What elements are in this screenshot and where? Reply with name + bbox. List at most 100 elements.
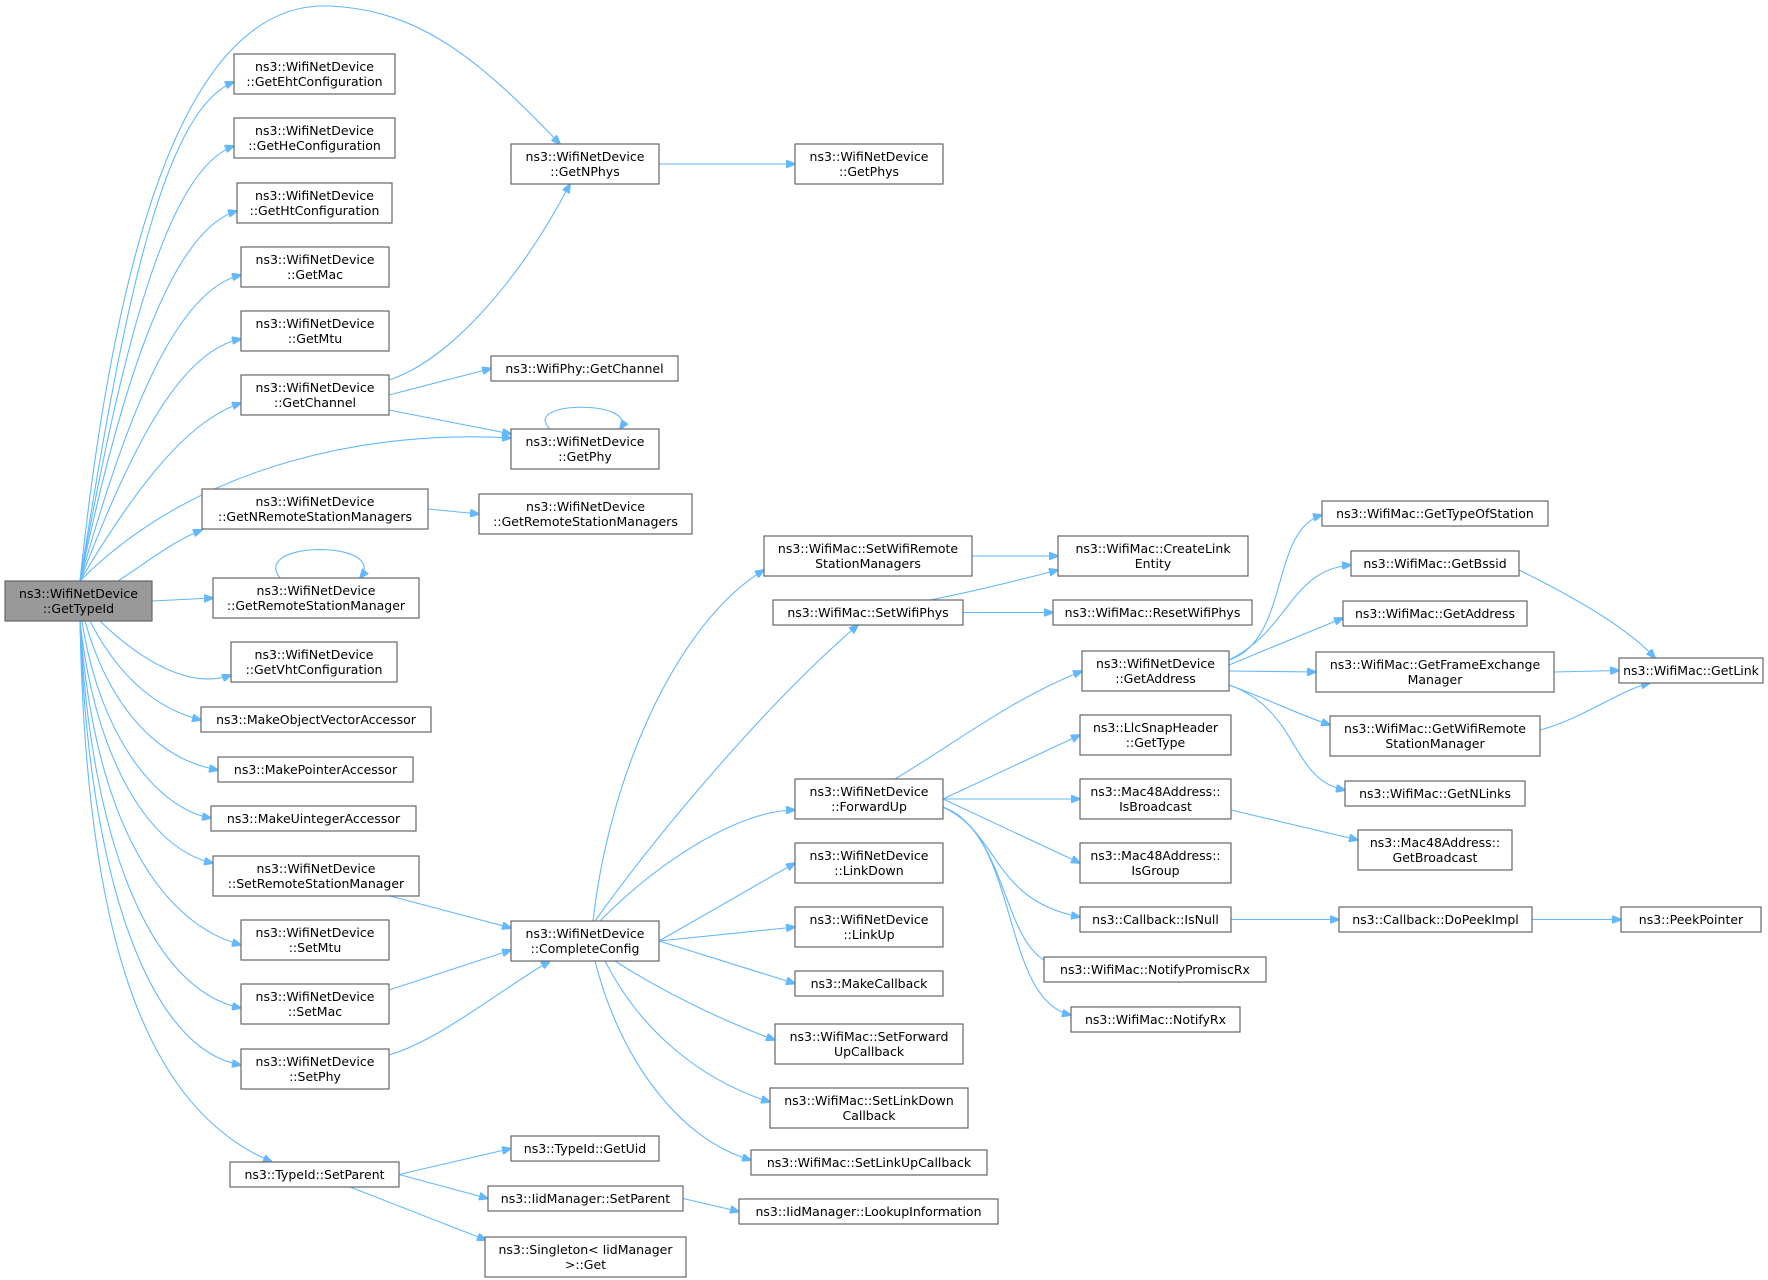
node-box	[763, 535, 973, 577]
node-getMtu[interactable]: ns3::WifiNetDevice::GetMtu	[240, 310, 390, 352]
node-label-line: Entity	[1135, 556, 1172, 571]
node-getLink[interactable]: ns3::WifiMac::GetLink	[1618, 657, 1764, 684]
node-label-line: ns3::TypeId::GetUid	[524, 1141, 646, 1156]
node-iidSetParent[interactable]: ns3::IidManager::SetParent	[487, 1185, 684, 1212]
edge-root-to-getNPhys	[79, 5, 560, 582]
node-lookupInfo[interactable]: ns3::IidManager::LookupInformation	[738, 1198, 999, 1225]
node-label-line: ::SetRemoteStationManager	[228, 876, 405, 891]
node-label-line: ::GetMtu	[288, 331, 342, 346]
node-label-line: ns3::WifiNetDevice	[257, 583, 376, 598]
node-devGetAddress[interactable]: ns3::WifiNetDevice::GetAddress	[1081, 650, 1230, 692]
node-setPhy[interactable]: ns3::WifiNetDevice::SetPhy	[240, 1048, 390, 1090]
node-label-line: ns3::WifiMac::SetWifiRemote	[778, 541, 958, 556]
node-getVht[interactable]: ns3::WifiNetDevice::GetVhtConfiguration	[230, 641, 398, 683]
edge-root-to-mkPtr	[84, 620, 218, 770]
node-box	[794, 842, 944, 884]
node-box	[478, 493, 693, 535]
node-label-line: ::GetPhy	[558, 449, 612, 464]
node-isGroup[interactable]: ns3::Mac48Address::IsGroup	[1079, 842, 1232, 884]
node-box	[794, 970, 944, 997]
node-linkUp[interactable]: ns3::WifiNetDevice::LinkUp	[794, 906, 944, 948]
edge-forwardUp-to-isGroup	[942, 798, 1080, 863]
node-getEht[interactable]: ns3::WifiNetDevice::GetEhtConfiguration	[233, 53, 396, 95]
node-label-line: ::CompleteConfig	[531, 941, 640, 956]
node-doPeekImpl[interactable]: ns3::Callback::DoPeekImpl	[1338, 906, 1533, 933]
node-getNRSM[interactable]: ns3::WifiNetDevice::GetNRemoteStationMan…	[201, 488, 429, 530]
edge-root-to-mkObjVec	[89, 620, 201, 720]
node-getChannel[interactable]: ns3::WifiNetDevice::GetChannel	[240, 374, 390, 416]
node-setLinkUpCb[interactable]: ns3::WifiMac::SetLinkUpCallback	[750, 1149, 988, 1176]
node-mkPtr[interactable]: ns3::MakePointerAccessor	[217, 756, 414, 783]
edge-iidSetParent-to-lookupInfo	[682, 1197, 739, 1212]
node-box	[4, 580, 153, 622]
node-box	[1321, 500, 1549, 527]
node-getRSM[interactable]: ns3::WifiNetDevice::GetRemoteStationMana…	[212, 577, 420, 619]
node-label-line: ::GetMac	[287, 267, 343, 282]
node-mkObjVec[interactable]: ns3::MakeObjectVectorAccessor	[200, 706, 432, 733]
node-getBssid[interactable]: ns3::WifiMac::GetBssid	[1350, 550, 1520, 577]
node-root[interactable]: ns3::WifiNetDevice::GetTypeId	[4, 580, 153, 622]
edge-devGetAddress-to-getNLinks	[1228, 684, 1345, 790]
node-singletonGet[interactable]: ns3::Singleton< IidManager>::Get	[484, 1236, 687, 1278]
node-label-line: ::GetChannel	[274, 395, 356, 410]
node-label-line: ns3::Callback::IsNull	[1092, 912, 1219, 927]
node-phyGetChannel[interactable]: ns3::WifiPhy::GetChannel	[490, 355, 679, 382]
node-label-line: ::GetHeConfiguration	[248, 138, 381, 153]
node-getBroadcast[interactable]: ns3::Mac48Address::GetBroadcast	[1357, 829, 1513, 871]
node-isBroadcast[interactable]: ns3::Mac48Address::IsBroadcast	[1079, 778, 1232, 820]
edge-getRSM-to-getRSM	[275, 548, 364, 579]
node-getPhys[interactable]: ns3::WifiNetDevice::GetPhys	[794, 143, 944, 185]
node-label-line: ns3::WifiMac::GetBssid	[1363, 556, 1506, 571]
edge-forwardUp-to-llcGetType	[942, 735, 1080, 800]
node-box	[1338, 906, 1533, 933]
node-label-line: ns3::WifiNetDevice	[256, 989, 375, 1004]
node-setRSM[interactable]: ns3::WifiNetDevice::SetRemoteStationMana…	[212, 855, 420, 897]
node-getTypeOfStation[interactable]: ns3::WifiMac::GetTypeOfStation	[1321, 500, 1549, 527]
edge-completeConfig-to-forwardUp	[599, 810, 795, 922]
node-completeConfig[interactable]: ns3::WifiNetDevice::CompleteConfig	[510, 920, 660, 962]
node-label-line: ns3::WifiMac::ResetWifiPhys	[1065, 605, 1241, 620]
node-label-line: ::GetRemoteStationManager	[227, 598, 406, 613]
node-getPhy[interactable]: ns3::WifiNetDevice::GetPhy	[510, 428, 660, 470]
node-notifyRx[interactable]: ns3::WifiMac::NotifyRx	[1070, 1006, 1241, 1033]
node-label-line: ::GetRemoteStationManagers	[493, 514, 678, 529]
node-getWifiRSM[interactable]: ns3::WifiMac::GetWifiRemoteStationManage…	[1329, 715, 1541, 757]
node-mkUint[interactable]: ns3::MakeUintegerAccessor	[210, 805, 417, 832]
node-setMtu[interactable]: ns3::WifiNetDevice::SetMtu	[240, 919, 390, 961]
node-setMac[interactable]: ns3::WifiNetDevice::SetMac	[240, 983, 390, 1025]
edge-completeConfig-to-makeCallback	[658, 940, 795, 984]
node-getHt[interactable]: ns3::WifiNetDevice::GetHtConfiguration	[236, 182, 393, 224]
node-resetPhys[interactable]: ns3::WifiMac::ResetWifiPhys	[1052, 599, 1253, 626]
node-isNull[interactable]: ns3::Callback::IsNull	[1079, 906, 1232, 933]
node-box	[1357, 829, 1513, 871]
node-getUid[interactable]: ns3::TypeId::GetUid	[510, 1135, 660, 1162]
node-linkDown[interactable]: ns3::WifiNetDevice::LinkDown	[794, 842, 944, 884]
node-notifyPromisc[interactable]: ns3::WifiMac::NotifyPromiscRx	[1043, 956, 1267, 983]
node-getNLinks[interactable]: ns3::WifiMac::GetNLinks	[1344, 780, 1526, 807]
node-makeCallback[interactable]: ns3::MakeCallback	[794, 970, 944, 997]
node-setWifiRSMs[interactable]: ns3::WifiMac::SetWifiRemoteStationManage…	[763, 535, 973, 577]
node-setParent[interactable]: ns3::TypeId::SetParent	[229, 1161, 400, 1188]
node-box	[484, 1236, 687, 1278]
edge-setParent-to-iidSetParent	[398, 1173, 488, 1199]
node-forwardUp[interactable]: ns3::WifiNetDevice::ForwardUp	[794, 778, 944, 820]
edge-devGetAddress-to-getBssid	[1228, 565, 1351, 661]
node-macGetAddress[interactable]: ns3::WifiMac::GetAddress	[1342, 600, 1528, 627]
node-getNPhys[interactable]: ns3::WifiNetDevice::GetNPhys	[510, 143, 660, 185]
node-getRSMs[interactable]: ns3::WifiNetDevice::GetRemoteStationMana…	[478, 493, 693, 535]
node-setWifiPhys[interactable]: ns3::WifiMac::SetWifiPhys	[772, 599, 964, 626]
node-getHe[interactable]: ns3::WifiNetDevice::GetHeConfiguration	[233, 117, 396, 159]
node-peekPointer[interactable]: ns3::PeekPointer	[1620, 906, 1762, 933]
edge-root-to-mkUint	[81, 620, 211, 818]
node-box	[240, 374, 390, 416]
node-getMac[interactable]: ns3::WifiNetDevice::GetMac	[240, 246, 390, 288]
edge-setParent-to-getUid	[398, 1149, 511, 1176]
node-label-line: ns3::Mac48Address::	[1090, 848, 1220, 863]
node-box	[510, 920, 660, 962]
node-llcGetType[interactable]: ns3::LlcSnapHeader::GetType	[1079, 714, 1232, 756]
